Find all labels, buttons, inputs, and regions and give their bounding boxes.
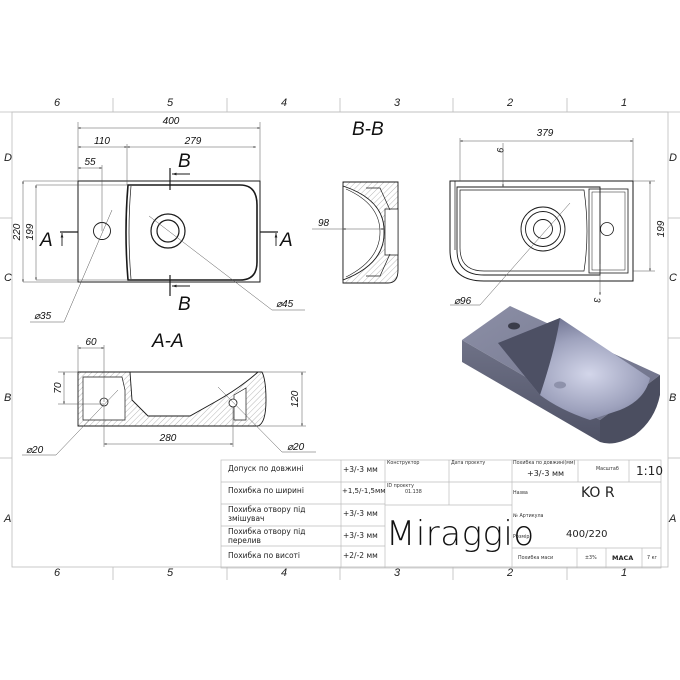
length-tolerance-value: +3/-3 мм — [527, 469, 565, 478]
zone-col-6: 6 — [53, 97, 61, 109]
designer-label: Конструктор — [387, 461, 420, 466]
section-mark-b-top: B — [178, 151, 191, 172]
zone-col-3-bottom: 3 — [393, 567, 401, 579]
dim-bottom-length: 379 — [537, 128, 554, 139]
tolerance-value-mixer-hole: +3/-3 мм — [343, 509, 378, 518]
zone-col-4-bottom: 4 — [280, 567, 288, 579]
article-label: № Артикула — [513, 514, 544, 519]
dim-tap-section: 110 — [94, 136, 110, 147]
tolerance-value-height: +2/-2 мм — [343, 551, 378, 560]
tolerance-value-overflow-hole: +3/-3 мм — [343, 531, 378, 540]
zone-row-a: A — [4, 513, 12, 525]
zone-col-2: 2 — [506, 97, 514, 109]
dim-bowl-section: 279 — [184, 136, 202, 147]
project-id: 01.138 — [405, 490, 422, 495]
project-date-label: Дата проєкту — [451, 461, 486, 466]
section-bb-title: B-B — [352, 119, 384, 140]
section-mark-a-right: A — [279, 230, 293, 251]
product-name: KO R — [581, 485, 615, 501]
product-name-label: Назва — [513, 491, 528, 496]
zone-row-c-right: C — [669, 272, 677, 284]
zone-row-b-right: B — [669, 392, 677, 404]
zone-row-c: C — [4, 272, 12, 284]
length-tolerance-label: Похибка по довжині(мм) — [513, 461, 576, 466]
section-mark-b-bottom: B — [178, 294, 191, 315]
mass-value: 7 кг — [647, 556, 657, 561]
dim-aa-hole-spacing: 280 — [159, 433, 177, 444]
dim-aa-tap-offset: 60 — [85, 337, 97, 348]
size-label: Розмір — [513, 535, 530, 540]
zone-row-b: B — [4, 392, 12, 404]
dim-aa-tap-height: 70 — [53, 382, 64, 394]
size-value: 400/220 — [566, 529, 608, 540]
tolerance-value-width: +1,5/-1,5мм — [342, 487, 386, 495]
brand-logo: Miraggio — [386, 514, 535, 554]
hole-left-diameter: ⌀20 — [26, 445, 44, 456]
mass-tolerance-value: ±3% — [585, 556, 597, 561]
bottom-view — [449, 138, 655, 306]
zone-row-d: D — [4, 152, 12, 164]
dim-overall-length: 400 — [163, 116, 180, 127]
tolerance-label-mixer-hole: Похибка отвору під змішувач — [228, 505, 306, 523]
mass-label: МАСА — [612, 554, 634, 562]
tolerance-label-overflow-hole: Похибка отвору під перелив — [228, 527, 306, 545]
dim-aa-height: 120 — [290, 390, 301, 407]
zone-col-6-bottom: 6 — [53, 567, 61, 579]
section-mark-a-left: A — [39, 230, 53, 251]
zone-col-5-bottom: 5 — [166, 567, 174, 579]
section-aa-view — [22, 345, 316, 456]
scale-label: Масштаб — [596, 467, 619, 472]
tap-hole-diameter: ⌀35 — [34, 311, 52, 322]
dim-bb-depth: 98 — [318, 218, 330, 229]
top-view — [22, 122, 305, 323]
dim-overall-width: 220 — [12, 223, 23, 241]
dim-tap-offset: 55 — [84, 157, 96, 168]
zone-row-a-right: A — [669, 513, 677, 525]
dim-inner-width: 199 — [25, 223, 36, 240]
zone-col-2-bottom: 2 — [506, 567, 514, 579]
section-bb-view — [312, 181, 399, 284]
tolerance-label-length: Допуск по довжині — [228, 464, 304, 473]
zone-col-4: 4 — [280, 97, 288, 109]
project-id-label: ID проєкту — [387, 484, 414, 489]
zone-col-5: 5 — [166, 97, 174, 109]
tolerance-label-height: Похибка по висоті — [228, 551, 301, 560]
dim-bottom-inner-width: 199 — [656, 220, 667, 237]
section-aa-title: A-A — [151, 331, 184, 352]
dim-bottom-wall: 3 — [592, 297, 602, 302]
hole-right-diameter: ⌀20 — [287, 442, 305, 453]
tolerance-label-width: Похибка по ширині — [228, 486, 304, 495]
dim-top-wall: 9 — [495, 147, 505, 152]
title-block-grid — [220, 459, 662, 569]
tolerance-value-length: +3/-3 мм — [343, 465, 378, 474]
zone-col-1: 1 — [620, 97, 628, 109]
zone-row-d-right: D — [669, 152, 677, 164]
mass-tolerance-label: Похибка маси — [518, 556, 554, 561]
scale-value: 1:10 — [636, 464, 663, 478]
zone-col-1-bottom: 1 — [620, 567, 628, 579]
drain-hole-diameter: ⌀45 — [276, 299, 294, 310]
drain-recess-diameter: ⌀96 — [454, 296, 472, 307]
zone-col-3: 3 — [393, 97, 401, 109]
sink-3d-render — [462, 306, 660, 444]
